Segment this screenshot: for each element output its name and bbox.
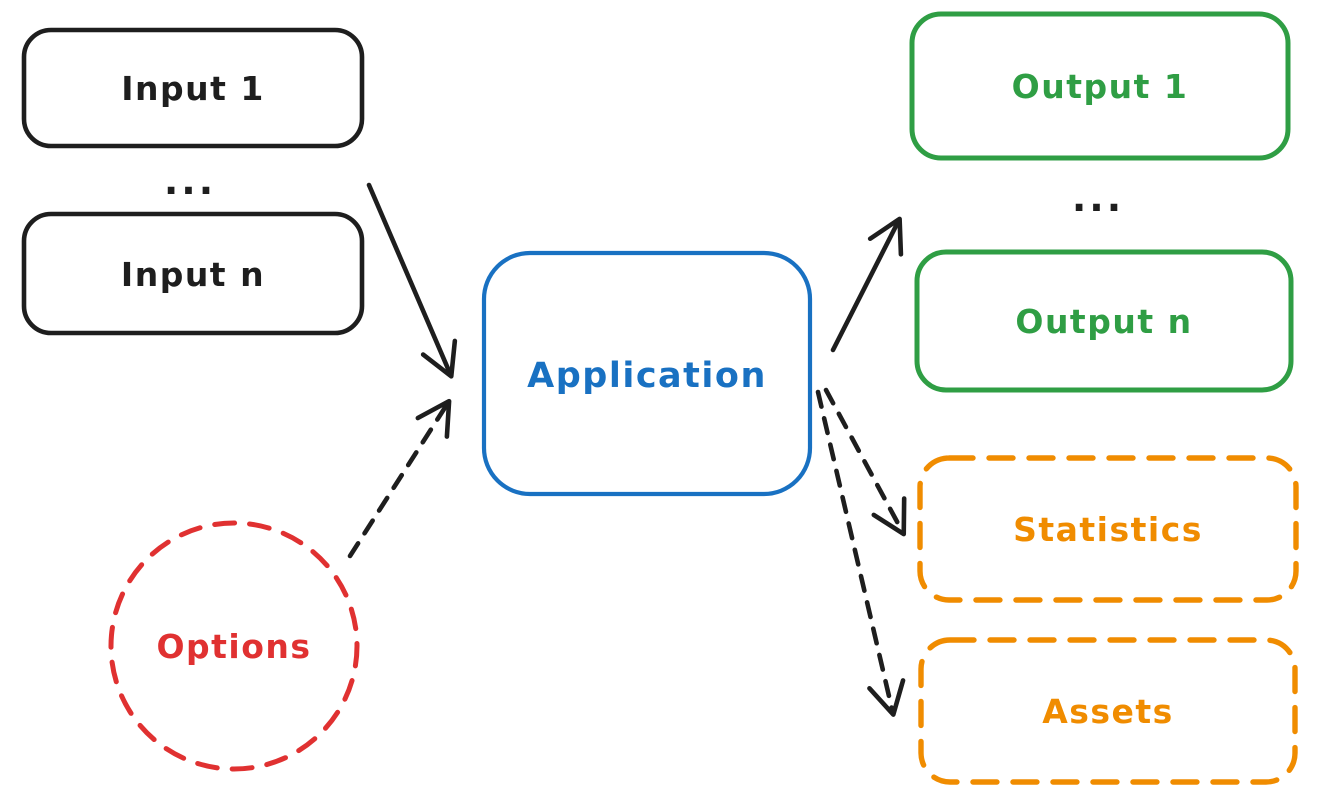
- options-circle: [108, 520, 360, 772]
- output-1-label: Output 1: [1012, 67, 1189, 106]
- outputs-ellipsis: ...: [1072, 176, 1124, 220]
- node-options: Options: [108, 520, 360, 772]
- input-1-box: [21, 27, 365, 149]
- assets-label: Assets: [1042, 692, 1174, 731]
- arrow-inputs-to-application: [366, 182, 458, 379]
- inputs-ellipsis: ...: [164, 159, 216, 203]
- arrow-options-to-application: [347, 398, 452, 559]
- options-label: Options: [156, 627, 311, 666]
- arrow-application-to-statistics: [823, 387, 907, 537]
- statistics-label: Statistics: [1013, 510, 1203, 549]
- node-output-n: Output n: [914, 249, 1294, 393]
- application-box: [481, 250, 813, 497]
- output-n-label: Output n: [1015, 302, 1192, 341]
- input-1-label: Input 1: [121, 69, 265, 108]
- node-assets: Assets: [918, 637, 1298, 785]
- node-statistics: Statistics: [917, 455, 1299, 603]
- assets-box: [918, 637, 1298, 785]
- node-input-1: Input 1: [21, 27, 365, 149]
- node-input-n: Input n: [21, 211, 365, 336]
- application-label: Application: [527, 356, 767, 396]
- output-n-box: [914, 249, 1294, 393]
- arrow-application-to-outputs: [830, 216, 904, 353]
- input-n-label: Input n: [121, 255, 265, 294]
- output-1-box: [909, 11, 1291, 161]
- input-n-box: [21, 211, 365, 336]
- node-output-1: Output 1: [909, 11, 1291, 161]
- arrow-application-to-assets: [815, 389, 906, 717]
- statistics-box: [917, 455, 1299, 603]
- node-application: Application: [481, 250, 813, 497]
